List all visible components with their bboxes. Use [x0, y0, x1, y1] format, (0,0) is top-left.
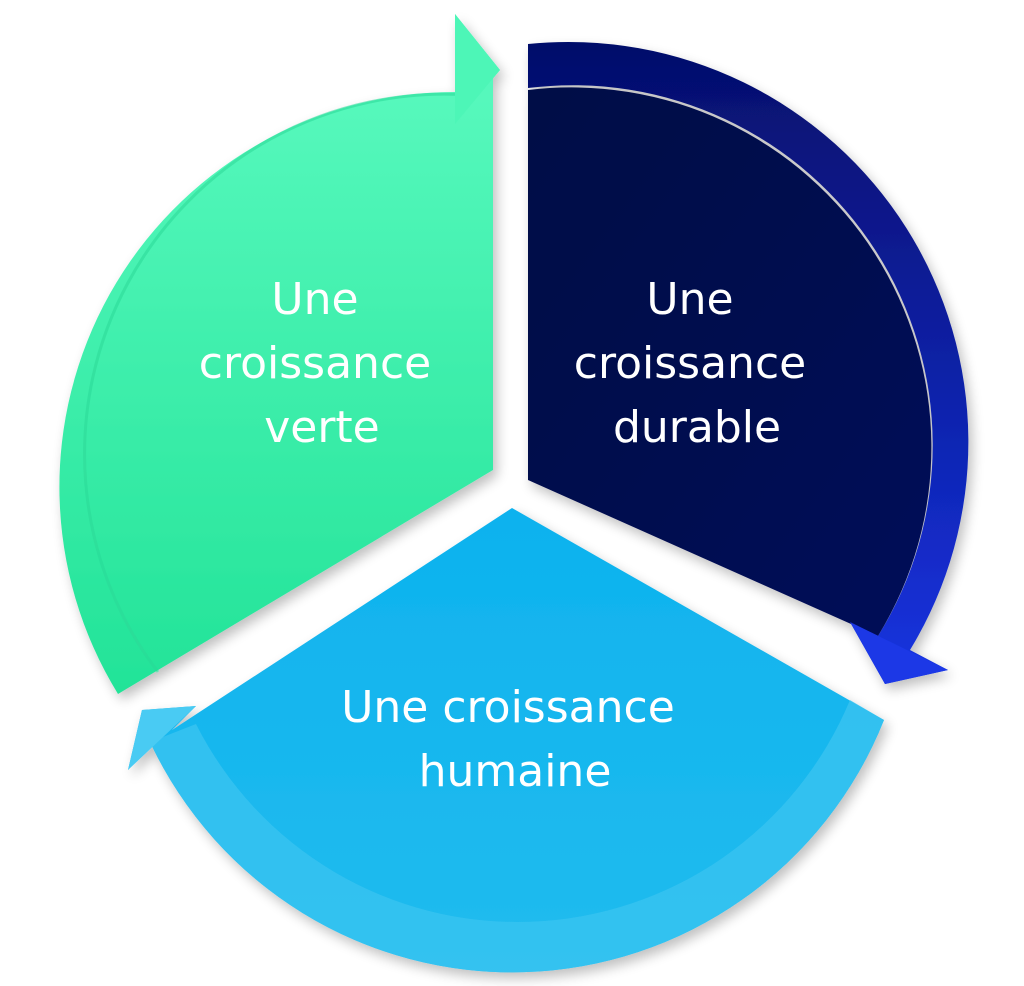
segment-humaine-shape — [128, 508, 884, 973]
segment-verte-arrow-icon — [455, 14, 500, 124]
segment-durable-arrow-icon — [850, 622, 948, 684]
label-verte-line-1: Une — [271, 274, 358, 325]
segment-verte — [59, 14, 500, 694]
label-humaine-line-2: humaine — [419, 746, 612, 797]
label-verte-line-2: croissance — [199, 338, 431, 389]
segment-verte-inner-arc — [83, 92, 471, 673]
label-humaine: Une croissance humaine — [341, 682, 689, 797]
segment-verte-shape — [59, 14, 500, 694]
segment-humaine-arrow-icon — [128, 706, 196, 770]
label-durable: Une croissance durable — [574, 274, 820, 453]
label-humaine-line-1: Une croissance — [341, 682, 675, 733]
label-durable-line-3: durable — [613, 402, 781, 453]
label-durable-line-1: Une — [646, 274, 733, 325]
label-verte: Une croissance verte — [199, 274, 445, 453]
label-durable-line-2: croissance — [574, 338, 806, 389]
segment-humaine-outer-band — [150, 700, 884, 973]
segment-durable-shape — [528, 41, 969, 684]
segment-humaine — [128, 508, 884, 973]
label-verte-line-3: verte — [264, 402, 380, 453]
segment-durable-body — [528, 87, 932, 637]
segment-durable — [528, 41, 969, 684]
